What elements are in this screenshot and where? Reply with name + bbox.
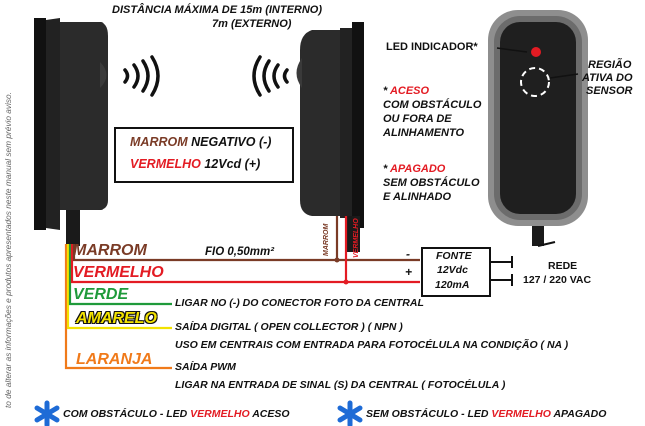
footer-right-a: SEM OBSTÁCULO - LED [366, 408, 489, 420]
region-line-2: ATIVA DO [582, 72, 633, 84]
distance-line-2: 7m (EXTERNO) [212, 18, 292, 30]
right-sensor-icon [296, 22, 364, 252]
distance-line-1: DISTÂNCIA MÁXIMA DE 15m (INTERNO) [112, 4, 323, 16]
legend-negativo: NEGATIVO (-) [191, 135, 272, 149]
state-on-title: * ACESO [383, 86, 429, 97]
legend-box [114, 127, 294, 183]
sensor-region-icon [520, 67, 550, 97]
footer-right-c: APAGADO [553, 408, 607, 420]
footer-right-b: VERMELHO [491, 408, 551, 420]
minus-sign: - [406, 247, 410, 261]
region-line-1: REGIÃO [588, 59, 632, 71]
legend-12v: 12Vcd (+) [204, 157, 261, 171]
cable-label-marrom: MARROM [323, 223, 330, 256]
state-on-line-2: COM OBSTÁCULO [383, 99, 482, 111]
legend-row-2: VERMELHO 12Vcd (+) [130, 158, 260, 171]
state-on-line-3: OU FORA DE [383, 113, 452, 125]
fonte-line-1: FONTE [436, 250, 472, 262]
led-indicator-icon [531, 47, 541, 57]
state-on-word: ACESO [389, 85, 430, 97]
region-line-3: SENSOR [586, 85, 633, 97]
footer-left: COM OBSTÁCULO - LED VERMELHO ACESO [63, 409, 290, 420]
state-off-star: * [383, 163, 388, 175]
led-indicator-label: LED INDICADOR* [386, 41, 478, 53]
desc-amarelo-1: SAÍDA DIGITAL ( OPEN COLLECTOR ) ( NPN ) [175, 321, 403, 333]
footer-left-c: ACESO [252, 408, 290, 420]
footer-left-a: COM OBSTÁCULO - LED [63, 408, 188, 420]
receiver-wires [334, 216, 349, 285]
signal-waves-left-icon [252, 55, 289, 97]
side-note: to de alterar as informações e produtos … [3, 92, 13, 408]
legend-vermelho: VERMELHO [130, 157, 201, 171]
rede-line-1: REDE [548, 260, 578, 272]
wire-gauge-label: FIO 0,50mm² [205, 246, 275, 258]
footer-left-b: VERMELHO [190, 408, 250, 420]
wire-verde: VERDE [73, 286, 129, 303]
wire-bundle [64, 244, 420, 370]
legend-marrom: MARROM [130, 135, 188, 149]
rede-line-2: 127 / 220 VAC [523, 274, 592, 286]
state-off-title: * APAGADO [383, 164, 445, 175]
state-off-line-2: SEM OBSTÁCULO [383, 177, 480, 189]
legend-row-1: MARROM NEGATIVO (-) [130, 136, 271, 149]
footer-star-left-icon [34, 400, 60, 426]
desc-verde: LIGAR NO (-) DO CONECTOR FOTO DA CENTRAL [175, 297, 424, 309]
plus-sign: + [405, 265, 413, 279]
left-sensor-icon [34, 18, 108, 246]
state-off-line-3: E ALINHADO [383, 191, 452, 203]
desc-laranja-2: LIGAR NA ENTRADA DE SINAL (S) DA CENTRAL… [175, 379, 506, 391]
desc-laranja-1: SAÍDA PWM [175, 361, 236, 373]
fonte-line-3: 120mA [435, 279, 470, 291]
footer-right: SEM OBSTÁCULO - LED VERMELHO APAGADO [366, 409, 606, 420]
mains-lines [490, 241, 556, 286]
state-on-line-4: ALINHAMENTO [383, 127, 465, 139]
wire-vermelho: VERMELHO [73, 264, 164, 281]
fonte-line-2: 12Vdc [437, 264, 468, 276]
state-off-word: APAGADO [389, 163, 446, 175]
state-on-star: * [383, 85, 388, 97]
footer-star-right-icon [337, 400, 363, 426]
power-supply-box [421, 247, 491, 297]
cable-label-vermelho: VERMELHO [353, 218, 360, 258]
wire-amarelo: AMARELO [76, 310, 157, 327]
wire-marrom: MARROM [73, 242, 147, 259]
led-module-icon [488, 10, 588, 246]
leader-lines [496, 47, 579, 79]
desc-amarelo-2: USO EM CENTRAIS COM ENTRADA PARA FOTOCÉL… [175, 339, 569, 351]
signal-waves-right-icon [123, 55, 160, 97]
wire-laranja: LARANJA [76, 351, 153, 368]
